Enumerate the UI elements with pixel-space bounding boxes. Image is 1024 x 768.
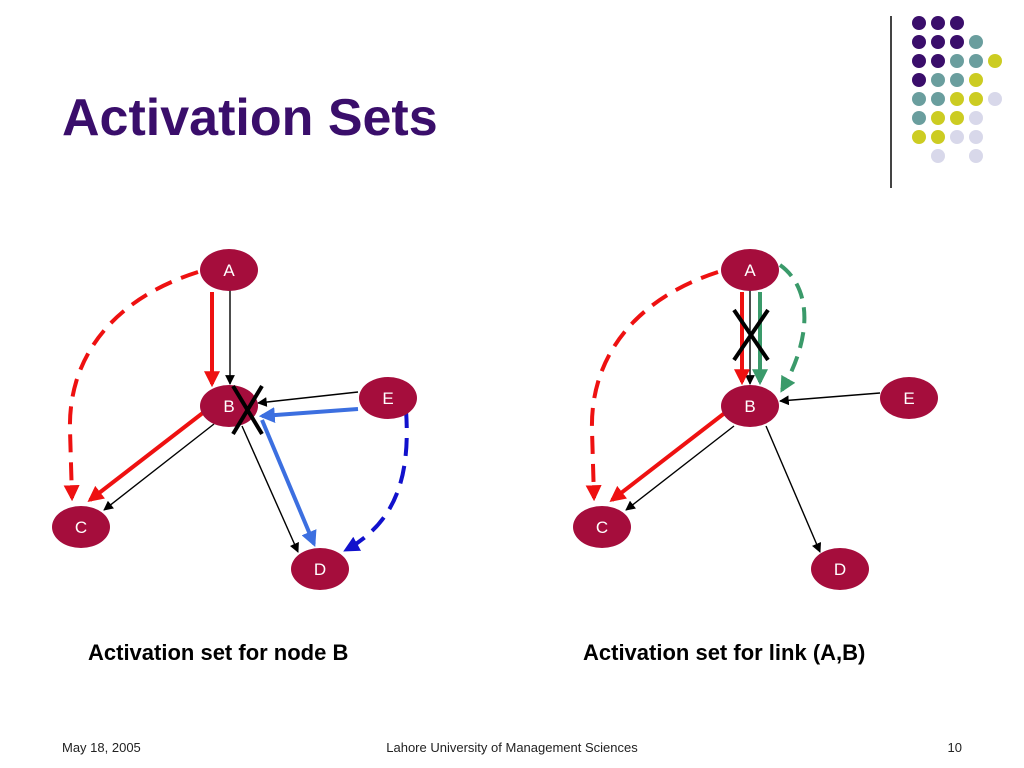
svg-text:E: E — [903, 389, 914, 408]
decorative-dot — [969, 54, 983, 68]
decorative-dot — [912, 54, 926, 68]
edge-e-b — [779, 392, 881, 406]
node-c: C — [573, 506, 631, 548]
activation-dashed-a-c — [63, 270, 199, 502]
svg-text:D: D — [834, 560, 846, 579]
node-a: A — [200, 249, 258, 291]
decorative-dot — [969, 130, 983, 144]
diagram-node-b: A B C D E — [52, 249, 417, 590]
decorative-dot — [969, 111, 983, 125]
node-e: E — [359, 377, 417, 419]
decorative-dot — [912, 92, 926, 106]
decorative-dot — [912, 35, 926, 49]
decorative-dot — [931, 54, 945, 68]
decorative-dot — [969, 73, 983, 87]
activation-dashed-a-b-green — [778, 263, 807, 393]
edge-e-b — [257, 391, 359, 407]
activation-arrow-b-c — [609, 410, 728, 502]
decorative-dot — [912, 16, 926, 30]
decorative-dot — [931, 35, 945, 49]
decorative-dot — [912, 130, 926, 144]
decorative-dot — [969, 35, 983, 49]
activation-dashed-a-c — [585, 270, 719, 502]
decorative-dot — [931, 16, 945, 30]
node-d: D — [811, 548, 869, 590]
svg-text:B: B — [223, 397, 234, 416]
diagram-link-a-b: A B C D E — [573, 249, 938, 590]
decorative-dot — [931, 92, 945, 106]
decorative-divider — [890, 16, 892, 188]
svg-text:C: C — [596, 518, 608, 537]
decorative-dot — [931, 130, 945, 144]
edge-b-d — [765, 425, 822, 553]
cross-mark-node-b — [231, 384, 264, 436]
svg-text:B: B — [744, 397, 755, 416]
decorative-dot — [950, 111, 964, 125]
decorative-dot — [950, 54, 964, 68]
slide-title: Activation Sets — [62, 89, 438, 147]
footer-page-number: 10 — [947, 740, 962, 755]
activation-arrow-b-d — [260, 419, 317, 547]
decorative-dot — [988, 54, 1002, 68]
node-b: B — [721, 385, 779, 427]
svg-text:D: D — [314, 560, 326, 579]
decorative-dot — [950, 92, 964, 106]
activation-set-diagrams: A B C D E — [52, 249, 938, 590]
decorative-dot — [969, 92, 983, 106]
activation-arrow-e-b — [258, 407, 359, 424]
activation-dashed-e-d — [343, 409, 409, 552]
decorative-dot — [931, 111, 945, 125]
decorative-dot — [931, 149, 945, 163]
node-e: E — [880, 377, 938, 419]
decorative-dot — [950, 73, 964, 87]
svg-text:C: C — [75, 518, 87, 537]
footer-date: May 18, 2005 — [62, 740, 141, 755]
svg-text:A: A — [223, 261, 235, 280]
decorative-dot — [988, 92, 1002, 106]
decorative-dot — [950, 16, 964, 30]
caption-node-b: Activation set for node B — [88, 640, 349, 665]
node-a: A — [721, 249, 779, 291]
decorative-dot-grid — [912, 16, 1002, 163]
svg-text:E: E — [382, 389, 393, 408]
decorative-dot — [950, 35, 964, 49]
activation-arrow-b-c — [87, 410, 206, 502]
cross-mark-link-a-b — [732, 308, 770, 362]
decorative-dot — [912, 111, 926, 125]
node-c: C — [52, 506, 110, 548]
footer-organization: Lahore University of Management Sciences — [386, 740, 638, 755]
edge-b-c — [103, 423, 215, 511]
decorative-dot — [912, 73, 926, 87]
decorative-dot — [950, 130, 964, 144]
svg-text:A: A — [744, 261, 756, 280]
decorative-dot — [969, 149, 983, 163]
decorative-dot — [931, 73, 945, 87]
node-d: D — [291, 548, 349, 590]
edge-b-d — [241, 425, 299, 553]
caption-link-a-b: Activation set for link (A,B) — [583, 640, 866, 665]
edge-b-c — [625, 425, 735, 511]
